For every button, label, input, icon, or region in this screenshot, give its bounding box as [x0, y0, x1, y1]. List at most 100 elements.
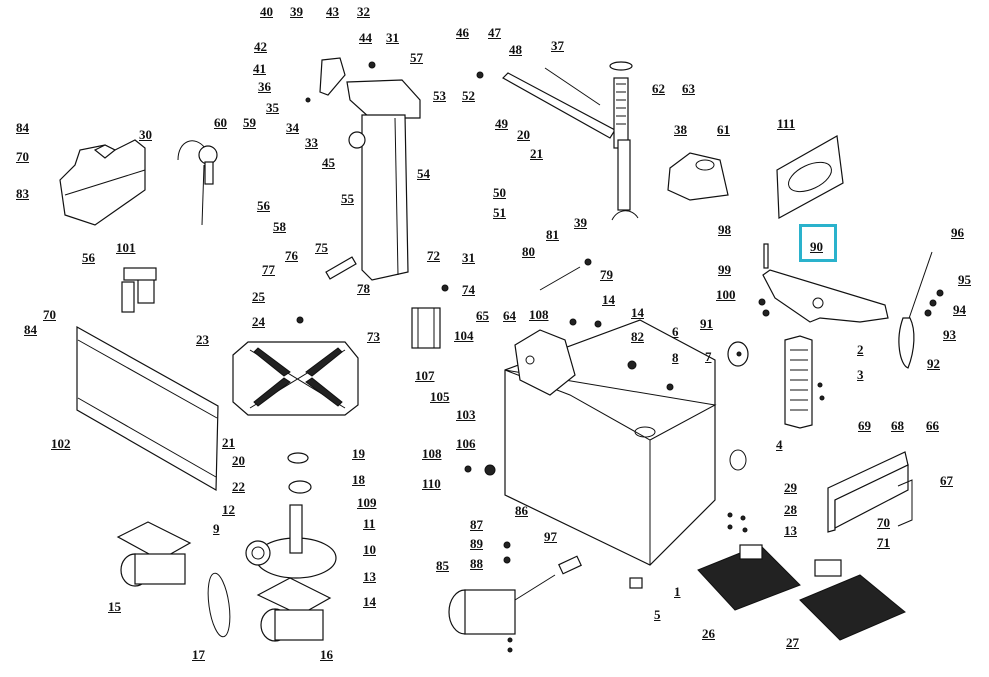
callout-29[interactable]: 29 — [784, 480, 797, 495]
callout-54[interactable]: 54 — [417, 166, 430, 181]
callout-89[interactable]: 89 — [470, 536, 483, 551]
callout-14[interactable]: 14 — [602, 292, 615, 307]
callout-38[interactable]: 38 — [674, 122, 687, 137]
callout-76[interactable]: 76 — [285, 248, 298, 263]
callout-61[interactable]: 61 — [717, 122, 730, 137]
callout-13[interactable]: 13 — [363, 569, 376, 584]
callout-56[interactable]: 56 — [257, 198, 270, 213]
callout-47[interactable]: 47 — [488, 25, 501, 40]
callout-82[interactable]: 82 — [631, 329, 644, 344]
callout-65[interactable]: 65 — [476, 308, 489, 323]
callout-78[interactable]: 78 — [357, 281, 370, 296]
callout-104[interactable]: 104 — [454, 328, 474, 343]
callout-56[interactable]: 56 — [82, 250, 95, 265]
callout-108[interactable]: 108 — [529, 307, 549, 322]
callout-86[interactable]: 86 — [515, 503, 528, 518]
callout-3[interactable]: 3 — [857, 367, 864, 382]
callout-66[interactable]: 66 — [926, 418, 939, 433]
callout-27[interactable]: 27 — [786, 635, 799, 650]
callout-99[interactable]: 99 — [718, 262, 731, 277]
callout-2[interactable]: 2 — [857, 342, 864, 357]
callout-4[interactable]: 4 — [776, 437, 783, 452]
callout-17[interactable]: 17 — [192, 647, 205, 662]
callout-108[interactable]: 108 — [422, 446, 442, 461]
callout-85[interactable]: 85 — [436, 558, 449, 573]
callout-22[interactable]: 22 — [232, 479, 245, 494]
callout-83[interactable]: 83 — [16, 186, 29, 201]
callout-58[interactable]: 58 — [273, 219, 286, 234]
callout-20[interactable]: 20 — [517, 127, 530, 142]
callout-18[interactable]: 18 — [352, 472, 365, 487]
callout-24[interactable]: 24 — [252, 314, 265, 329]
callout-111[interactable]: 111 — [777, 116, 796, 131]
callout-107[interactable]: 107 — [415, 368, 435, 383]
callout-32[interactable]: 32 — [357, 4, 370, 19]
callout-91[interactable]: 91 — [700, 316, 713, 331]
callout-72[interactable]: 72 — [427, 248, 440, 263]
callout-84[interactable]: 84 — [24, 322, 37, 337]
callout-37[interactable]: 37 — [551, 38, 564, 53]
callout-33[interactable]: 33 — [305, 135, 318, 150]
callout-21[interactable]: 21 — [530, 146, 543, 161]
callout-103[interactable]: 103 — [456, 407, 476, 422]
callout-88[interactable]: 88 — [470, 556, 483, 571]
callout-52[interactable]: 52 — [462, 88, 475, 103]
callout-35[interactable]: 35 — [266, 100, 279, 115]
callout-5[interactable]: 5 — [654, 607, 661, 622]
callout-101[interactable]: 101 — [116, 240, 136, 255]
callout-49[interactable]: 49 — [495, 116, 508, 131]
callout-46[interactable]: 46 — [456, 25, 469, 40]
callout-97[interactable]: 97 — [544, 529, 557, 544]
callout-94[interactable]: 94 — [953, 302, 966, 317]
callout-10[interactable]: 10 — [363, 542, 376, 557]
callout-109[interactable]: 109 — [357, 495, 377, 510]
callout-96[interactable]: 96 — [951, 225, 964, 240]
callout-110[interactable]: 110 — [422, 476, 441, 491]
callout-42[interactable]: 42 — [254, 39, 267, 54]
callout-100[interactable]: 100 — [716, 287, 736, 302]
callout-62[interactable]: 62 — [652, 81, 665, 96]
callout-14[interactable]: 14 — [363, 594, 376, 609]
callout-71[interactable]: 71 — [877, 535, 890, 550]
callout-53[interactable]: 53 — [433, 88, 446, 103]
callout-84[interactable]: 84 — [16, 120, 29, 135]
callout-12[interactable]: 12 — [222, 502, 235, 517]
callout-34[interactable]: 34 — [286, 120, 299, 135]
callout-40[interactable]: 40 — [260, 4, 273, 19]
callout-48[interactable]: 48 — [509, 42, 522, 57]
callout-36[interactable]: 36 — [258, 79, 271, 94]
callout-87[interactable]: 87 — [470, 517, 483, 532]
callout-20[interactable]: 20 — [232, 453, 245, 468]
callout-68[interactable]: 68 — [891, 418, 904, 433]
callout-92[interactable]: 92 — [927, 356, 940, 371]
callout-30[interactable]: 30 — [139, 127, 152, 142]
callout-23[interactable]: 23 — [196, 332, 209, 347]
callout-11[interactable]: 11 — [363, 516, 376, 531]
callout-79[interactable]: 79 — [600, 267, 613, 282]
callout-39[interactable]: 39 — [290, 4, 303, 19]
callout-69[interactable]: 69 — [858, 418, 871, 433]
callout-25[interactable]: 25 — [252, 289, 265, 304]
callout-51[interactable]: 51 — [493, 205, 506, 220]
callout-73[interactable]: 73 — [367, 329, 380, 344]
callout-70[interactable]: 70 — [16, 149, 29, 164]
callout-1[interactable]: 1 — [674, 584, 681, 599]
callout-9[interactable]: 9 — [213, 521, 220, 536]
callout-64[interactable]: 64 — [503, 308, 516, 323]
callout-45[interactable]: 45 — [322, 155, 335, 170]
callout-102[interactable]: 102 — [51, 436, 71, 451]
callout-77[interactable]: 77 — [262, 262, 275, 277]
callout-55[interactable]: 55 — [341, 191, 354, 206]
callout-90[interactable]: 90 — [810, 239, 823, 254]
callout-57[interactable]: 57 — [410, 50, 423, 65]
callout-95[interactable]: 95 — [958, 272, 971, 287]
callout-28[interactable]: 28 — [784, 502, 797, 517]
callout-26[interactable]: 26 — [702, 626, 715, 641]
callout-39[interactable]: 39 — [574, 215, 587, 230]
callout-81[interactable]: 81 — [546, 227, 559, 242]
callout-44[interactable]: 44 — [359, 30, 372, 45]
callout-75[interactable]: 75 — [315, 240, 328, 255]
callout-63[interactable]: 63 — [682, 81, 695, 96]
callout-60[interactable]: 60 — [214, 115, 227, 130]
callout-21[interactable]: 21 — [222, 435, 235, 450]
